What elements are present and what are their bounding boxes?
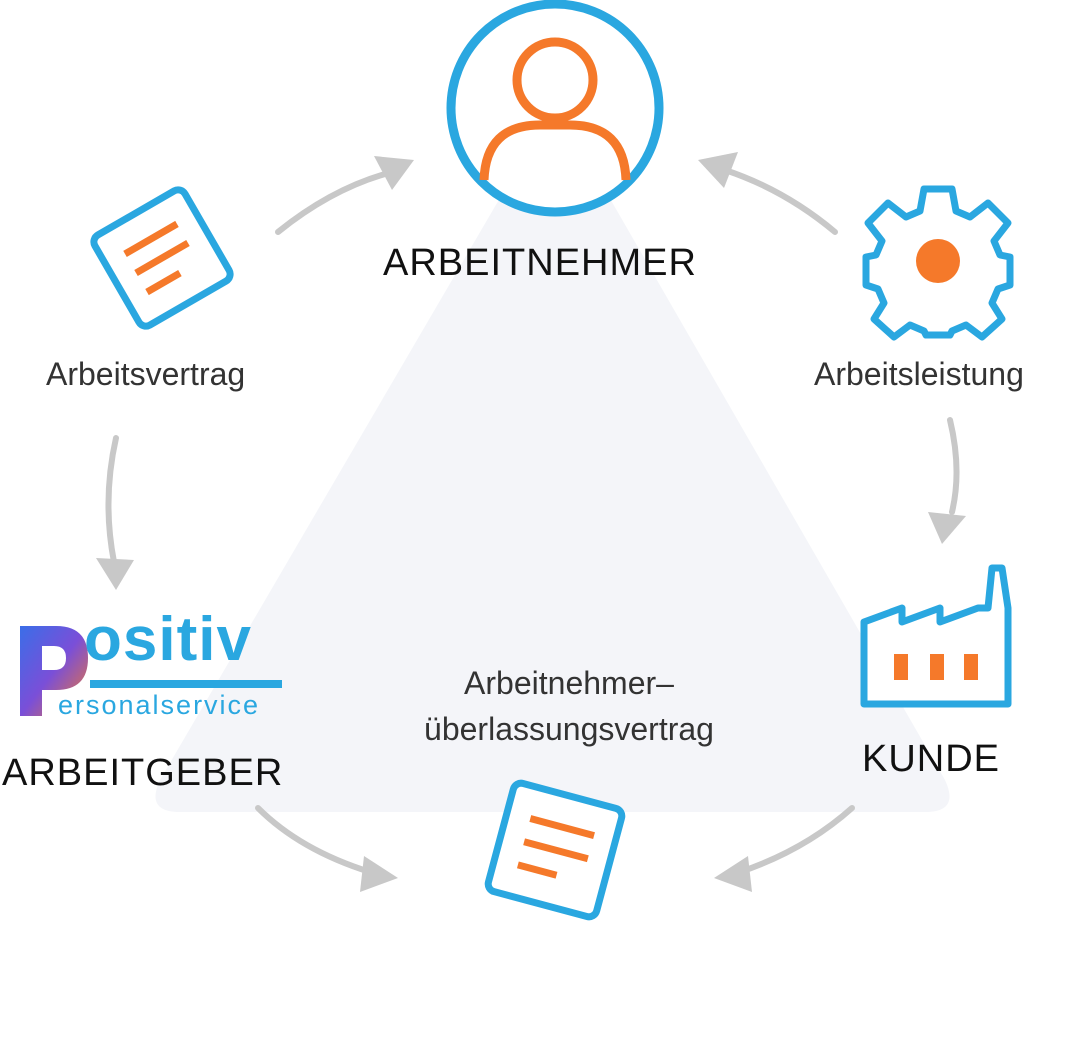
arrow-leistung-to-kunde (947, 417, 960, 515)
aue-vertrag-label: Arbeitnehmer– überlassungsvertrag (394, 660, 744, 752)
arrow-vertrag-to-arbeitnehmer (275, 171, 388, 235)
logo-subtitle: ersonalservice (58, 690, 261, 720)
positiv-logo-mark (20, 626, 88, 716)
document-icon (90, 186, 234, 330)
arrow-leistung-to-arbeitnehmer (722, 167, 838, 235)
arrow-head-2 (698, 152, 738, 188)
arrow-head-6 (714, 856, 752, 892)
arrow-head-1 (374, 156, 414, 190)
aue-vertrag-line-2: überlassungsvertrag (424, 711, 714, 747)
arbeitsvertrag-label: Arbeitsvertrag (46, 356, 246, 392)
gear-icon (862, 185, 1014, 341)
kunde-label: KUNDE (862, 738, 1001, 780)
arbeitgeber-label: ARBEITGEBER (2, 752, 284, 794)
arrow-head-4 (928, 512, 966, 544)
arrow-heads (96, 152, 966, 892)
arrow-head-3 (96, 558, 134, 590)
factory-icon (860, 564, 1012, 708)
arrow-vertrag-to-arbeitgeber (105, 435, 119, 565)
logo-wordmark: ositiv (84, 605, 252, 674)
arbeitnehmer-label: ARBEITNEHMER (383, 242, 697, 284)
arrow-kunde-to-aue (737, 805, 855, 875)
arrow-head-5 (360, 856, 398, 892)
arbeitsleistung-label: Arbeitsleistung (814, 356, 1024, 392)
aue-vertrag-line-1: Arbeitnehmer– (464, 665, 674, 701)
document-icon (484, 779, 626, 921)
arrows (105, 167, 960, 875)
relationship-triangle (155, 130, 950, 812)
arrow-arbeitgeber-to-aue (255, 805, 373, 875)
person-icon (446, 0, 664, 217)
logo-underline (90, 680, 282, 688)
